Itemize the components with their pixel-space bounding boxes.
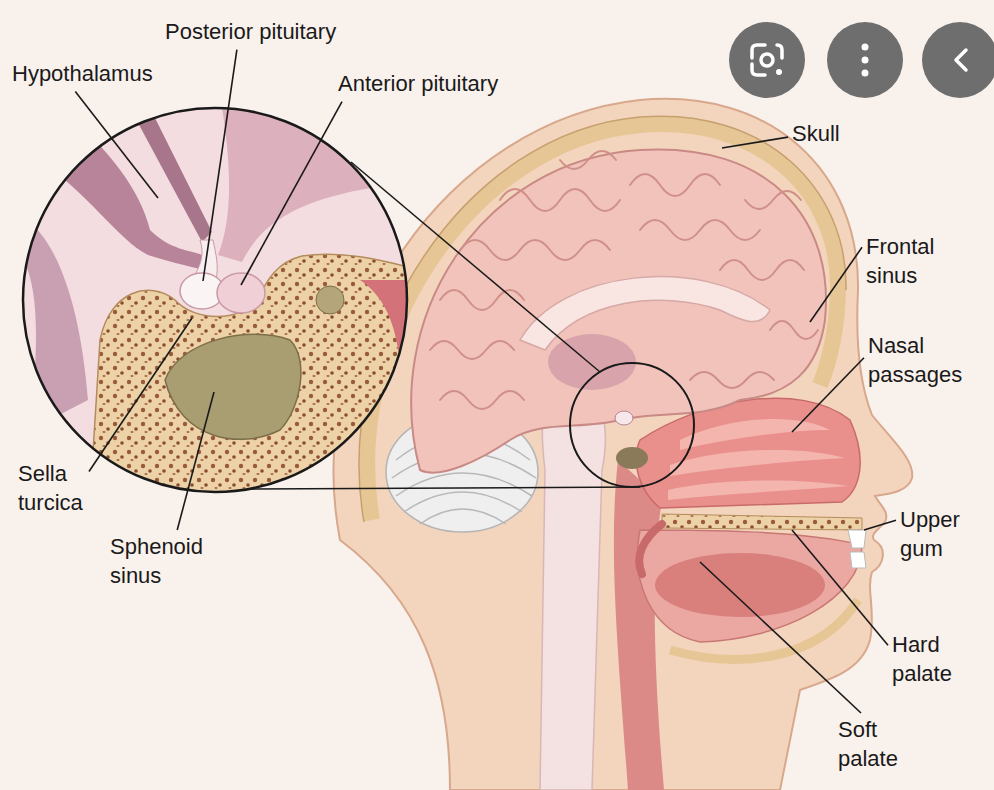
magnified-view	[10, 100, 420, 500]
soft-palate	[639, 524, 662, 574]
gyri	[560, 151, 616, 169]
viewer-buttons	[729, 22, 994, 98]
hard-palate	[662, 514, 862, 530]
leader-line	[864, 520, 896, 530]
zoom-circle-small	[570, 363, 694, 487]
cerebrum	[411, 149, 826, 472]
sphenoid-sinus-small	[616, 447, 648, 469]
lens-icon	[761, 54, 773, 66]
gyri	[440, 290, 524, 310]
ventricle	[130, 108, 212, 242]
tongue	[655, 553, 825, 617]
tooth	[850, 552, 866, 568]
leader-line	[700, 562, 861, 713]
brain	[386, 149, 826, 790]
part-label: Posterior pituitary	[165, 18, 336, 47]
tooth	[848, 530, 866, 548]
back-icon	[956, 50, 966, 70]
menu-button	[827, 22, 903, 98]
gyri	[630, 174, 720, 196]
lens-button	[729, 22, 805, 98]
brainstem	[540, 370, 605, 790]
sella-bone	[90, 254, 420, 500]
part-label: Upper gum	[900, 506, 984, 563]
part-label: Nasal passages	[868, 332, 986, 389]
lens-icon	[776, 69, 782, 75]
leader-line	[203, 50, 237, 281]
gyri	[745, 191, 801, 209]
brain-region	[218, 100, 420, 262]
pharynx	[614, 460, 664, 790]
part-label: Anterior pituitary	[338, 70, 498, 99]
leader-line	[177, 392, 214, 530]
sphenoid-sinus	[165, 334, 301, 439]
leader-line	[810, 247, 862, 322]
part-label: Frontal sinus	[866, 233, 970, 290]
leader-line	[241, 102, 342, 285]
gyri	[430, 151, 818, 409]
anterior-lobe	[217, 273, 265, 313]
jaw-bone	[670, 600, 858, 659]
gyri	[430, 341, 514, 359]
leader-line	[89, 318, 192, 471]
sinus-cell	[316, 286, 344, 314]
leader-line	[792, 358, 864, 432]
zoom-line	[250, 487, 640, 489]
gyri	[460, 240, 610, 260]
zoom-circle	[23, 108, 407, 492]
menu-icon	[862, 44, 869, 51]
turbinate	[668, 480, 848, 500]
gyri	[770, 321, 818, 339]
thalamus	[548, 334, 636, 390]
part-label: Sphenoid sinus	[110, 533, 222, 590]
gyri	[640, 220, 760, 240]
part-label: Skull	[792, 120, 840, 149]
leader-line	[722, 137, 788, 148]
gyri	[500, 189, 620, 211]
part-label: Hard palate	[892, 631, 984, 688]
gyri	[440, 391, 524, 409]
cerebellum-folia	[420, 509, 506, 524]
gyri	[690, 372, 774, 388]
pituitary-small	[615, 411, 633, 425]
part-label: Hypothalamus	[12, 60, 153, 89]
lens-icon	[752, 45, 782, 75]
menu-icon	[862, 57, 869, 64]
turbinate	[680, 419, 830, 450]
corpus-callosum	[520, 277, 770, 350]
leader-line	[792, 530, 888, 645]
leader-line	[75, 92, 158, 198]
gyri	[720, 260, 804, 280]
menu-icon	[862, 70, 869, 77]
back-button	[922, 22, 994, 98]
head	[333, 99, 912, 790]
turbinate	[670, 450, 845, 476]
skin	[333, 99, 912, 790]
nasopharynx	[360, 280, 420, 420]
part-label: Soft palate	[838, 716, 930, 773]
part-label: Sella turcica	[18, 460, 110, 517]
oral-cavity	[638, 530, 863, 642]
